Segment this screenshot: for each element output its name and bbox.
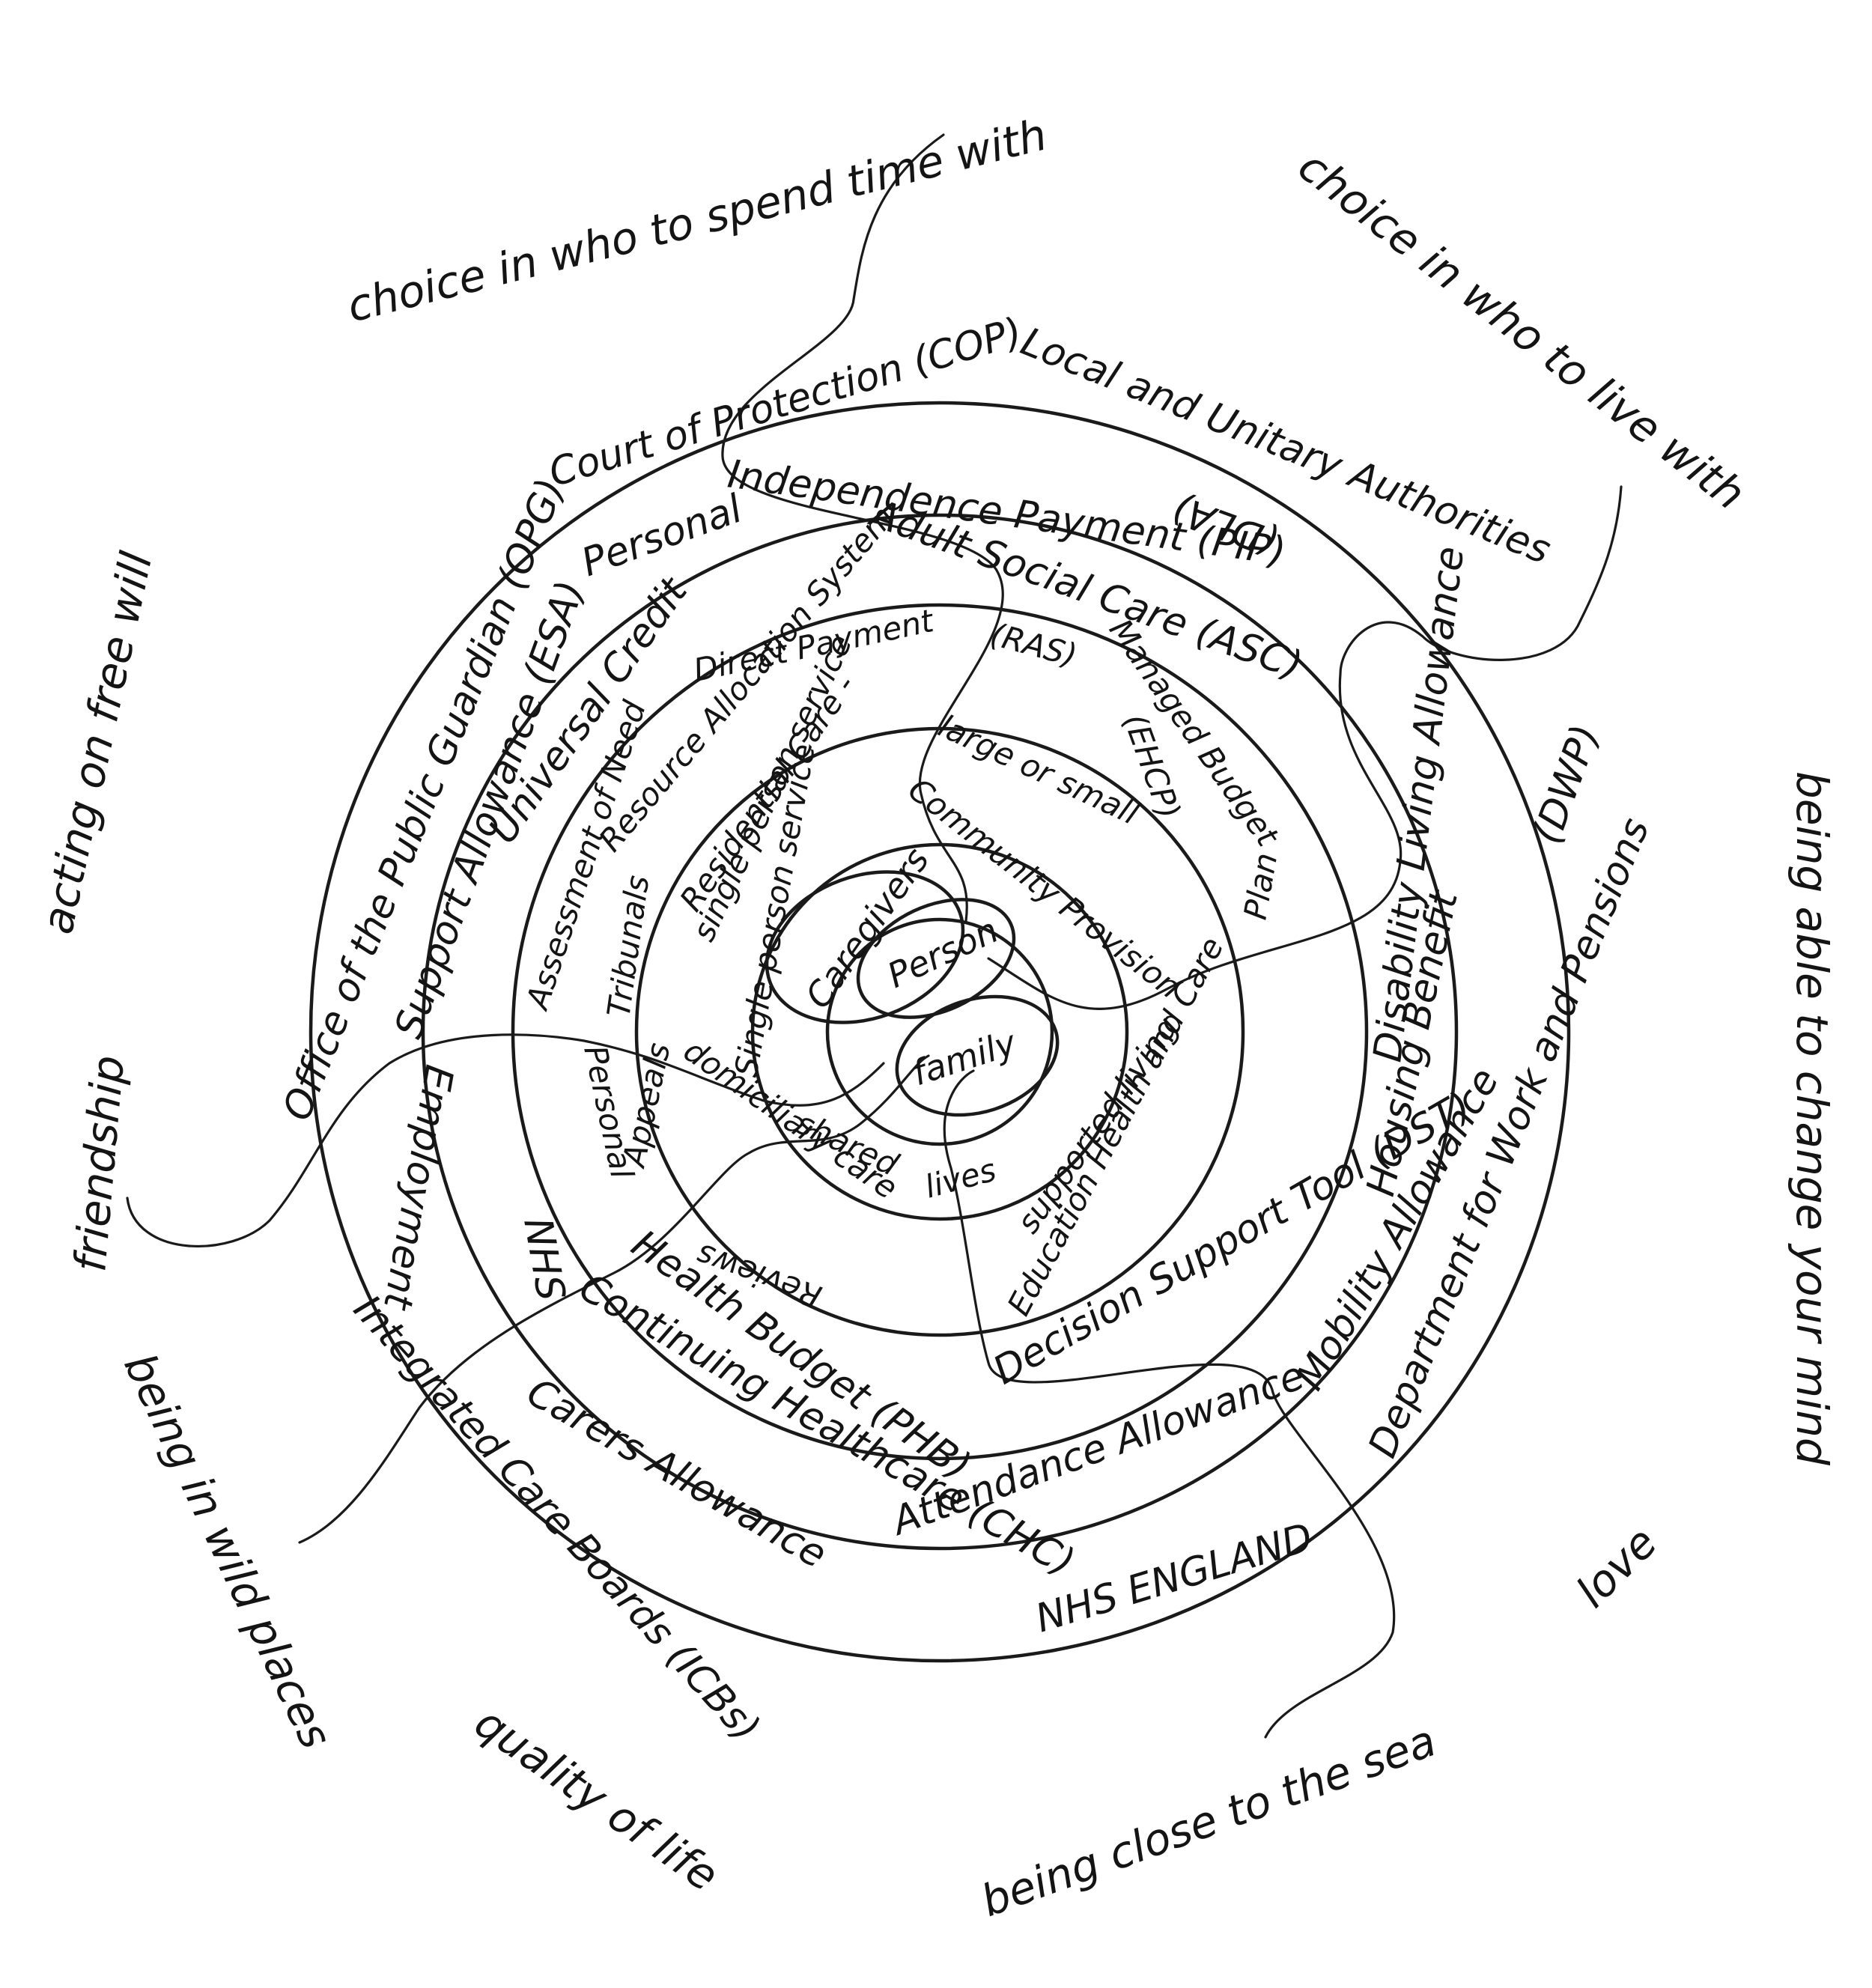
- label-family: family: [908, 1022, 1021, 1093]
- label-spend-time: choice in who to spend time with: [342, 109, 1052, 332]
- label-supported-living: supported living: [1009, 1010, 1185, 1240]
- label-nhs: NHS: [514, 1215, 573, 1304]
- label-person: Person: [881, 910, 1004, 996]
- thread-live-with: [987, 485, 1623, 1011]
- label-plan: Plan: [1237, 850, 1285, 922]
- thread-close-to-sea: [943, 1069, 1396, 1739]
- thread-wild-places: [298, 1054, 930, 1544]
- label-lives: lives: [921, 1152, 1000, 1206]
- family-ellipse: [895, 994, 1060, 1117]
- label-free-will: acting on free will: [31, 547, 162, 938]
- diagram-labels: choice in who to spend time with choice …: [31, 109, 1838, 1927]
- label-friendship: friendship: [64, 1054, 134, 1274]
- person-ellipse: [856, 898, 1016, 1019]
- third-ring: [511, 603, 1369, 1461]
- outer-ring: [309, 401, 1571, 1663]
- inner-ring: [825, 917, 1054, 1146]
- label-love: love: [1566, 1517, 1667, 1617]
- label-change-mind: being able to change your mind: [1787, 771, 1838, 1466]
- fifth-ring: [750, 842, 1129, 1221]
- thread-friendship: [126, 1033, 885, 1247]
- label-caregivers: Caregivers: [797, 840, 937, 1015]
- thread-spend-time: [721, 133, 1004, 922]
- label-quality-of-life: quality of life: [466, 1697, 728, 1901]
- label-wild-places: being in wild places: [114, 1346, 341, 1756]
- label-nhs-england: NHS ENGLAND: [1030, 1515, 1318, 1641]
- label-dwp-abbr: (DWP): [1525, 719, 1608, 849]
- second-ring: [421, 513, 1459, 1551]
- label-close-to-sea: being close to the sea: [975, 1715, 1443, 1927]
